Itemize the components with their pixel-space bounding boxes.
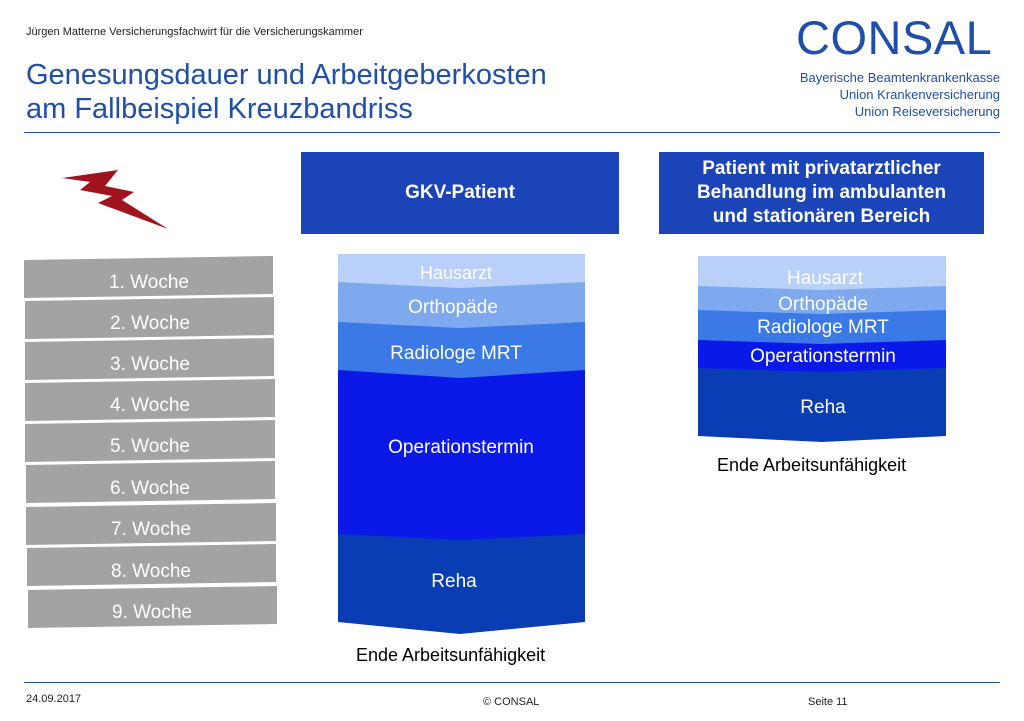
week-band: 1. Woche (24, 256, 273, 298)
private-stage-orthopaede: Orthopäde (698, 284, 946, 315)
footer-copyright: © CONSAL (483, 696, 540, 708)
page-title: Genesungsdauer und Arbeitgeberkosten am … (26, 58, 547, 126)
svg-text:Radiologe MRT: Radiologe MRT (757, 317, 889, 338)
gkv-stage-hausarzt: Hausarzt (338, 254, 585, 288)
week-label: 5. Woche (110, 436, 190, 457)
private-stage-hausarzt: Hausarzt (698, 256, 946, 290)
gkv-stage-orthopaede: Orthopäde (338, 280, 585, 328)
svg-text:Operationstermin: Operationstermin (750, 346, 896, 367)
week-band: 4. Woche (25, 379, 275, 421)
svg-text:Orthopäde: Orthopäde (408, 297, 498, 318)
week-label: 4. Woche (110, 395, 190, 416)
footer-divider (24, 682, 1000, 683)
brand-line-1: Bayerische Beamtenkrankenkasse (799, 70, 1000, 85)
private-column: Reha Operationstermin Radiologe MRT Orth… (698, 256, 946, 442)
header-divider (24, 132, 1000, 133)
week-label: 2. Woche (110, 313, 190, 334)
week-scale: 1. Woche 2. Woche 3. Woche 4. Woche 5. W… (24, 256, 277, 628)
brand-line-3: Union Reiseversicherung (854, 104, 1000, 119)
private-heading-line-1: Patient mit privatarztlicher (702, 158, 941, 179)
gkv-heading-box: GKV-Patient (301, 152, 619, 234)
private-end-label: Ende Arbeitsunfähigkeit (717, 455, 907, 475)
svg-text:Hausarzt: Hausarzt (787, 268, 864, 289)
gkv-heading: GKV-Patient (405, 182, 515, 203)
week-label: 1. Woche (109, 272, 189, 293)
week-band: 9. Woche (28, 586, 277, 628)
svg-text:Orthopäde: Orthopäde (778, 294, 868, 315)
svg-text:Hausarzt: Hausarzt (420, 263, 492, 283)
week-band: 3. Woche (25, 338, 274, 380)
week-band: 5. Woche (25, 420, 275, 462)
week-label: 7. Woche (111, 519, 191, 540)
brand-line-2: Union Krankenversicherung (839, 87, 1000, 102)
private-stage-operationstermin: Operationstermin (698, 338, 946, 372)
week-label: 6. Woche (110, 478, 190, 499)
title-line-1: Genesungsdauer und Arbeitgeberkosten (26, 59, 547, 91)
gkv-stage-reha: Reha (338, 528, 585, 634)
svg-text:Reha: Reha (431, 571, 477, 592)
week-label: 3. Woche (110, 354, 190, 375)
private-stage-radiologe: Radiologe MRT (698, 308, 946, 344)
title-line-2: am Fallbeispiel Kreuzbandriss (26, 93, 413, 125)
footer-page-number: Seite 11 (808, 696, 848, 708)
private-heading-line-2: Behandlung im ambulanten (696, 182, 947, 203)
private-heading-box: Patient mit privatarztlicher Behandlung … (659, 152, 984, 234)
week-band: 6. Woche (26, 461, 275, 503)
svg-text:Reha: Reha (800, 397, 846, 418)
lightning-bolt-icon (62, 170, 168, 229)
consal-logo: CONSAL (796, 11, 993, 64)
gkv-stage-operationstermin: Operationstermin (338, 366, 585, 540)
gkv-end-label: Ende Arbeitsunfähigkeit (356, 645, 546, 665)
week-band: 7. Woche (26, 503, 276, 545)
footer-date: 24.09.2017 (26, 693, 82, 705)
gkv-stage-radiologe: Radiologe MRT (338, 318, 585, 378)
private-heading-line-3: und stationären Bereich (712, 206, 931, 227)
week-label: 8. Woche (111, 561, 191, 582)
gkv-column: Reha Operationstermin Radiologe MRT Orth… (338, 254, 585, 634)
private-stage-reha: Reha (698, 365, 946, 442)
week-label: 9. Woche (112, 602, 192, 623)
week-band: 8. Woche (27, 544, 276, 586)
svg-text:Operationstermin: Operationstermin (388, 437, 534, 458)
svg-text:Radiologe MRT: Radiologe MRT (390, 343, 522, 364)
week-band: 2. Woche (25, 297, 274, 339)
presenter-subtitle: Jürgen Matterne Versicherungsfachwirt fü… (26, 26, 363, 38)
